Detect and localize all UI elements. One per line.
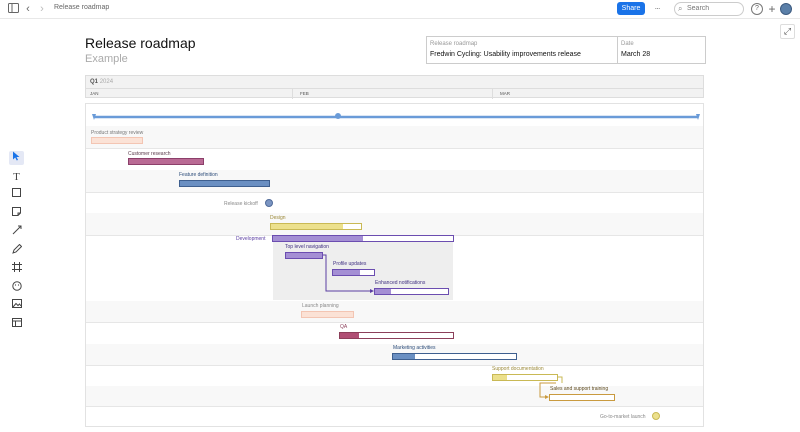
milestone-marker[interactable] — [265, 199, 273, 207]
task-progress — [273, 236, 363, 241]
quarter-year: 2024 — [99, 79, 114, 85]
task-bar[interactable] — [392, 353, 517, 360]
quarter-label: Q1 2024 — [90, 79, 113, 85]
task-label: Profile updates — [333, 261, 367, 267]
task-progress — [375, 289, 392, 294]
task-progress — [393, 354, 416, 359]
help-icon[interactable]: ? — [751, 3, 763, 15]
task-bar[interactable] — [549, 394, 615, 401]
search-input[interactable] — [687, 4, 739, 13]
search-icon: ⌕ — [678, 4, 683, 13]
task-bar[interactable] — [285, 252, 323, 259]
task-label: Development — [236, 236, 266, 242]
image-tool-icon[interactable] — [9, 299, 24, 313]
task-progress — [333, 270, 360, 275]
dependency-arrows — [323, 254, 563, 399]
task-label: Support documentation — [492, 366, 544, 372]
task-bar[interactable] — [270, 223, 362, 230]
date-range-slider[interactable] — [86, 104, 703, 128]
month-bar: JAN FEB MAR — [86, 88, 703, 99]
info-cell-release: Release roadmap Fredwin Cycling: Usabili… — [427, 37, 618, 63]
search-box[interactable]: ⌕ — [674, 2, 744, 16]
table-row — [86, 301, 703, 323]
task-progress — [493, 375, 508, 380]
chevron-right-icon[interactable]: › — [40, 3, 44, 15]
avatar[interactable] — [780, 3, 792, 15]
task-bar[interactable] — [272, 235, 454, 242]
task-label: Top level navigation — [285, 244, 329, 250]
sticker-tool-icon[interactable] — [9, 281, 24, 295]
task-bar[interactable] — [374, 288, 449, 295]
info-table: Release roadmap Fredwin Cycling: Usabili… — [426, 36, 706, 64]
info-label: Release roadmap — [430, 41, 478, 47]
task-bar[interactable] — [91, 137, 143, 144]
month-label: FEB — [300, 91, 309, 96]
page-subtitle: Example — [85, 53, 128, 65]
sticky-note-tool-icon[interactable] — [9, 207, 24, 221]
text-tool-icon[interactable]: T — [13, 171, 20, 183]
milestone-label: Release kickoff — [224, 201, 258, 207]
table-row — [86, 170, 703, 193]
page-title: Release roadmap — [85, 35, 196, 51]
info-value: Fredwin Cycling: Usability improvements … — [430, 51, 581, 58]
task-bar[interactable] — [179, 180, 270, 187]
task-progress — [271, 224, 343, 229]
task-label: Customer research — [128, 151, 171, 157]
info-cell-date: Date March 28 — [618, 37, 705, 63]
month-label: JAN — [90, 91, 99, 96]
task-label: Marketing activities — [393, 345, 436, 351]
task-label: QA — [340, 324, 348, 330]
task-bar[interactable] — [332, 269, 375, 276]
line-tool-icon[interactable] — [9, 225, 24, 239]
select-tool-icon[interactable] — [9, 151, 24, 165]
sidebar-toggle-icon[interactable] — [7, 3, 19, 15]
quarter-name: Q1 — [90, 79, 99, 85]
pen-tool-icon[interactable] — [9, 243, 24, 258]
task-label: Launch planning — [302, 303, 339, 309]
top-bar: ‹ › Release roadmap Share ··· ⌕ ? + — [0, 0, 800, 19]
window-title: Release roadmap — [54, 4, 110, 11]
task-label: Product strategy review — [91, 130, 144, 136]
task-progress — [340, 333, 360, 338]
month-divider — [492, 89, 493, 99]
milestone-label: Go-to-market launch — [600, 414, 646, 420]
task-bar[interactable] — [492, 374, 558, 381]
share-button[interactable]: Share — [617, 2, 645, 15]
shape-tool-icon[interactable] — [9, 188, 24, 202]
month-label: MAR — [500, 91, 510, 96]
plus-icon[interactable]: + — [768, 2, 776, 16]
task-label: Enhanced notifications — [375, 280, 426, 286]
roadmap-board: Product strategy review Customer researc… — [85, 103, 704, 427]
task-bar[interactable] — [339, 332, 454, 339]
task-bar[interactable] — [128, 158, 204, 165]
info-label: Date — [621, 41, 634, 47]
task-label: Feature definition — [179, 172, 218, 178]
more-options-button[interactable]: ··· — [654, 4, 661, 13]
timeline-header: Q1 2024 JAN FEB MAR — [85, 75, 704, 99]
expand-icon[interactable]: ⤢ — [780, 24, 795, 39]
month-divider — [292, 89, 293, 99]
task-label: Design — [270, 215, 286, 221]
table-row — [86, 386, 703, 407]
chevron-left-icon[interactable]: ‹ — [26, 3, 30, 15]
table-tool-icon[interactable] — [9, 318, 24, 332]
task-bar[interactable] — [301, 311, 354, 318]
frame-tool-icon[interactable] — [9, 262, 24, 276]
task-label: Sales and support training — [550, 386, 609, 392]
milestone-marker[interactable] — [652, 412, 660, 420]
info-value: March 28 — [621, 51, 651, 58]
table-row — [86, 126, 703, 149]
